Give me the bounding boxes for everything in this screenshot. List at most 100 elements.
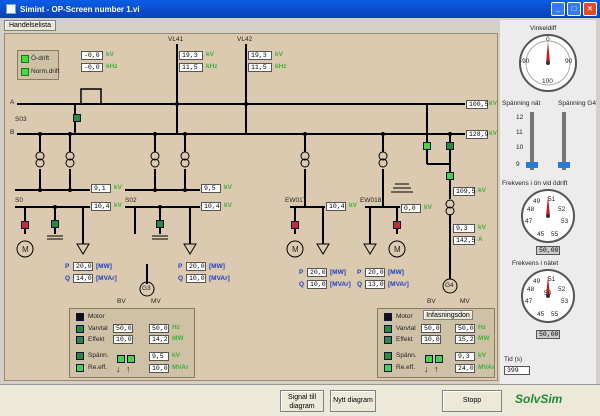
handelselista-button[interactable]: Handelselista <box>4 20 56 31</box>
window-title: Simint - OP-Screen number 1.vi <box>20 4 140 14</box>
spann-led[interactable] <box>76 352 84 360</box>
effekt-mv: 14,2 <box>149 335 169 344</box>
freq1-tick-55: 55 <box>551 231 559 238</box>
p-value[interactable]: 20,0 <box>365 268 385 277</box>
breaker-s03[interactable] <box>73 114 81 122</box>
breaker-g4[interactable] <box>446 172 454 180</box>
vl42-unit-1: kV <box>275 51 283 58</box>
motor-led[interactable] <box>76 313 84 321</box>
bus-b-unit: kV <box>489 130 497 137</box>
up-arrow-icon: ↑ <box>126 364 131 374</box>
p-unit: [MW] <box>388 269 404 276</box>
varvtal-led[interactable] <box>76 325 84 333</box>
q-label: Q <box>65 275 71 282</box>
signal-till-diagram-button[interactable]: Signal till diagram <box>280 390 324 412</box>
freq1-tick-45: 45 <box>537 231 545 238</box>
vl42-readout-1: 19,3 <box>248 51 272 60</box>
effekt-label: Effekt <box>88 336 105 343</box>
mode-box: Ö-drift Norm.drift <box>17 50 60 80</box>
bus-b-label: B <box>10 129 15 136</box>
infasningsdon-button[interactable]: Infasningsdon <box>423 310 473 320</box>
s0-unit-2: kV <box>114 202 122 209</box>
reeff-mv: 10,0 <box>149 364 169 373</box>
spanning-g4-thumb[interactable] <box>558 162 570 168</box>
normdrift-led[interactable] <box>21 68 29 76</box>
reeff-unit: MVAr <box>478 364 495 371</box>
solvsim-logo: SolvSim <box>515 392 563 406</box>
q-unit: [MVAr] <box>209 275 230 282</box>
bus-a-label: A <box>10 99 15 106</box>
p-value[interactable]: 20,0 <box>186 262 206 271</box>
freq2-tick-47: 47 <box>525 298 533 305</box>
g4-unit-1: kV <box>478 224 486 231</box>
spann-mv: 9,3 <box>455 352 475 361</box>
q-unit: [MVAr] <box>388 281 409 288</box>
spanning-g4-slider[interactable] <box>562 112 566 170</box>
vinkeldiff-gauge <box>519 34 577 92</box>
stopp-button[interactable]: Stopp <box>442 390 502 412</box>
varvtal-unit: Hz <box>478 324 486 331</box>
raise-button[interactable] <box>425 355 433 363</box>
lower-button[interactable] <box>127 355 135 363</box>
q-value[interactable]: 14,0 <box>73 274 93 283</box>
raise-button[interactable] <box>117 355 125 363</box>
lower-button[interactable] <box>435 355 443 363</box>
motor-2-label: M <box>292 245 299 254</box>
effekt-bv[interactable]: 10,0 <box>421 335 441 344</box>
effekt-led[interactable] <box>76 336 84 344</box>
nytt-diagram-button[interactable]: Nytt diagram <box>330 390 376 412</box>
breaker-m1[interactable] <box>21 221 29 229</box>
frekvens-natet-gauge <box>521 269 575 323</box>
p-label: P <box>299 269 304 276</box>
freq2-tick-53: 53 <box>561 298 569 305</box>
breaker-s02-cap[interactable] <box>156 220 164 228</box>
breaker-s0-cap[interactable] <box>51 220 59 228</box>
generator-control-left: Motor Varvtal 50,0 50,0 Hz Effekt 10,0 1… <box>69 308 195 378</box>
spanning-nat-thumb[interactable] <box>526 162 538 168</box>
spann-label: Spänn. <box>88 352 109 359</box>
spann-led[interactable] <box>384 352 392 360</box>
maximize-button[interactable]: □ <box>567 2 581 16</box>
bus-b-readout: 128,9 <box>466 130 489 139</box>
varvtal-led[interactable] <box>384 325 392 333</box>
spanning-nat-slider[interactable] <box>530 112 534 170</box>
minimize-button[interactable]: _ <box>551 2 565 16</box>
freq2-tick-50: 50 <box>544 290 552 297</box>
p-value[interactable]: 20,0 <box>307 268 327 277</box>
breaker-m2[interactable] <box>291 221 299 229</box>
reeff-mv: 24,0 <box>455 364 475 373</box>
freq2-tick-45: 45 <box>537 311 545 318</box>
reeff-led[interactable] <box>384 364 392 372</box>
close-button[interactable]: × <box>583 2 597 16</box>
g4-label: G4 <box>445 282 454 289</box>
breaker-m3[interactable] <box>393 221 401 229</box>
ew018-unit: kV <box>424 204 432 211</box>
breaker-tr-a[interactable] <box>423 142 431 150</box>
s02-unit-1: kV <box>224 184 232 191</box>
effekt-bv[interactable]: 10,0 <box>113 335 133 344</box>
effekt-led[interactable] <box>384 336 392 344</box>
motor-led[interactable] <box>384 313 392 321</box>
reeff-led[interactable] <box>76 364 84 372</box>
bv-header: BV <box>117 298 126 305</box>
p-label: P <box>178 263 183 270</box>
normdrift-label: Norm.drift <box>31 68 60 75</box>
vl42-label: VL42 <box>237 36 253 43</box>
s0-readout-2: 10,4 <box>91 202 111 211</box>
varvtal-bv[interactable]: 50,0 <box>113 324 133 333</box>
p-value[interactable]: 20,0 <box>73 262 93 271</box>
q-value[interactable]: 10,0 <box>307 280 327 289</box>
q-label: Q <box>299 281 305 288</box>
s02-readout-2: 10,4 <box>201 202 221 211</box>
s0-readout-1: 9,1 <box>91 184 111 193</box>
vl41-readout-2: 11,5 <box>179 63 203 72</box>
generator-control-right: Motor Infasningsdon Varvtal 50,0 50,0 Hz… <box>377 308 495 378</box>
q-value[interactable]: 10,0 <box>186 274 206 283</box>
g4-unit-2: A <box>478 236 483 243</box>
effekt-unit: MW <box>172 335 184 342</box>
vinkel-tick-neg90: -90 <box>520 58 530 65</box>
q-value[interactable]: 13,0 <box>365 280 385 289</box>
breaker-tr-b[interactable] <box>446 142 454 150</box>
odrift-led[interactable] <box>21 55 29 63</box>
varvtal-bv[interactable]: 50,0 <box>421 324 441 333</box>
